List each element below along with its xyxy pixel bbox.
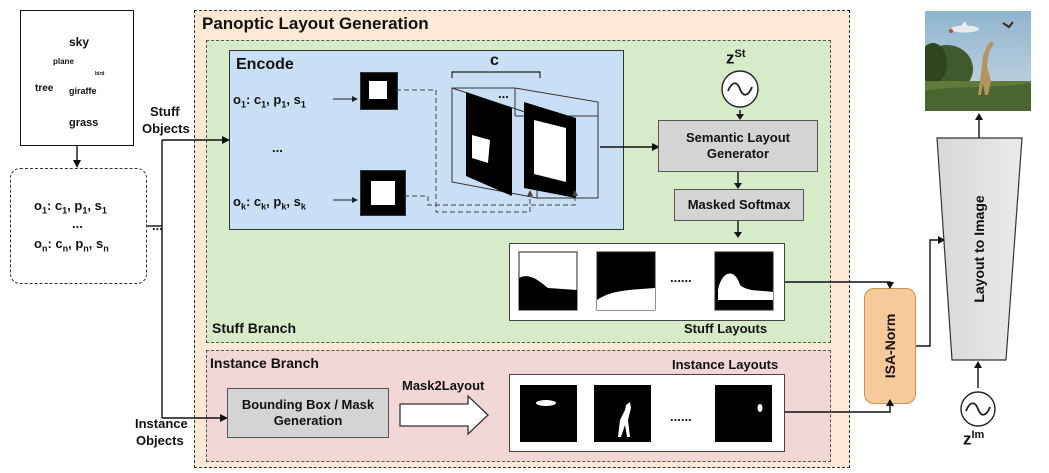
tensor-label-c: c	[490, 52, 499, 69]
noise-z-im-icon	[960, 391, 996, 427]
instance-objects-label-2: Objects	[136, 433, 184, 448]
stuff-branch-title: Stuff Branch	[212, 320, 296, 336]
stuff-objects-label-2: Objects	[142, 121, 190, 136]
word-plane: plane	[53, 57, 74, 66]
instance-layouts-dots: ......	[670, 409, 692, 424]
instance-objects-label-1: Instance	[135, 416, 188, 431]
generated-image	[925, 11, 1031, 111]
objects-row-n: on: cn, pn, sn	[34, 236, 109, 254]
instance-layouts-label: Instance Layouts	[672, 357, 779, 372]
encode-dots: ...	[272, 140, 283, 155]
stuff-layouts-dots: ......	[670, 270, 692, 285]
stuff-layouts-label: Stuff Layouts	[684, 321, 768, 336]
word-sky: sky	[69, 35, 90, 49]
word-grass: grass	[69, 117, 99, 129]
objects-dots: ...	[72, 216, 83, 231]
word-tree: tree	[35, 83, 54, 94]
noise-z-st-icon	[721, 70, 759, 108]
noise-z-im-label: zIm	[963, 429, 985, 449]
word-bird: bird	[95, 71, 105, 77]
word-giraffe: giraffe	[69, 86, 97, 96]
isa-norm-block: ISA-Norm	[864, 288, 916, 404]
masked-softmax: Masked Softmax	[674, 189, 804, 221]
mask2layout-label: Mask2Layout	[402, 378, 485, 393]
noise-z-st-label: zSt	[726, 48, 746, 68]
stuff-objects-label-1: Stuff	[150, 104, 180, 119]
mask-square-k	[360, 170, 406, 216]
tensor-dots: ...	[498, 86, 509, 101]
instance-branch-title: Instance Branch	[210, 355, 319, 371]
bounding-box-mask-generation: Bounding Box / Mask Generation	[227, 388, 389, 438]
semantic-layout-generator: Semantic Layout Generator	[658, 120, 818, 172]
objects-list-box	[10, 168, 147, 284]
encode-row-1: o1: c1, p1, s1	[233, 92, 306, 110]
panoptic-title: Panoptic Layout Generation	[202, 14, 429, 33]
input-text-layout: sky plane bird tree giraffe grass	[20, 10, 134, 146]
encode-row-k: ok: ck, pk, sk	[233, 194, 306, 212]
encode-title: Encode	[236, 56, 294, 73]
objects-row-1: o1: c1, p1, s1	[34, 198, 107, 216]
mask-square-1	[360, 72, 398, 110]
